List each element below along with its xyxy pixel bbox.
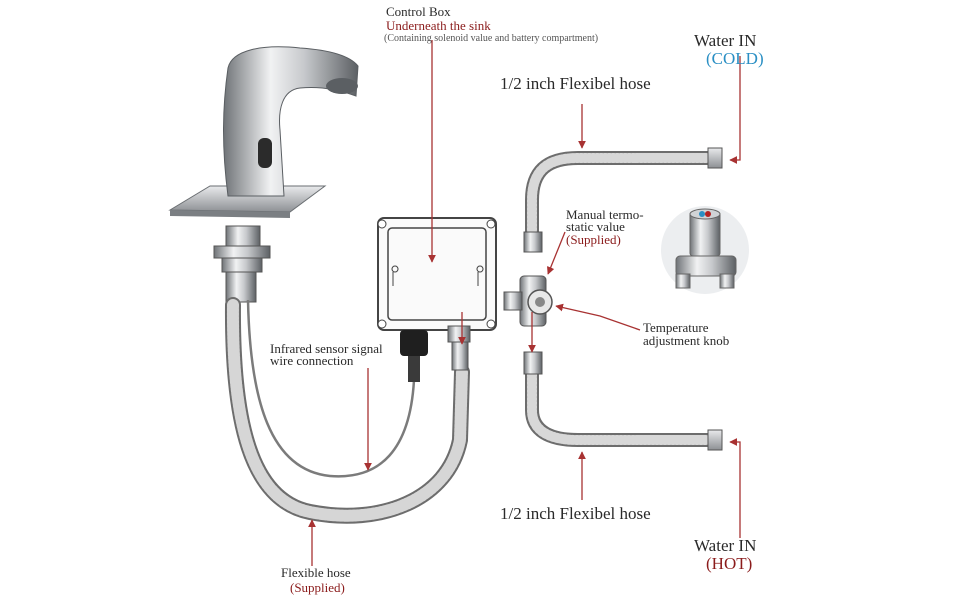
water-in-hot-tag: (HOT) <box>706 554 753 573</box>
hose-bottom-label: 1/2 inch Flexibel hose <box>500 504 651 523</box>
thermostatic-valve <box>503 275 553 327</box>
hose-top-label: 1/2 inch Flexibel hose <box>500 74 651 93</box>
control-box-note: (Containing solenoid value and battery c… <box>384 33 599 44</box>
flex-hose-title: Flexible hose <box>281 565 351 580</box>
water-in-hot-title: Water IN <box>694 536 757 555</box>
callout-lines <box>308 40 741 566</box>
faucet-shank <box>213 225 271 303</box>
sensor-faucet <box>168 46 359 218</box>
control-box-title: Control Box <box>386 4 451 19</box>
knob-label-line2: adjustment knob <box>643 333 730 348</box>
valve-label-line1: Manual termo- <box>566 207 644 222</box>
valve-tag: (Supplied) <box>566 232 621 247</box>
hose-hot <box>523 351 723 451</box>
control-box-location: Underneath the sink <box>386 18 491 33</box>
hose-cold <box>523 147 723 253</box>
water-in-cold-tag: (COLD) <box>706 49 764 68</box>
knob-label-line1: Temperature <box>643 320 709 335</box>
valve-photo <box>661 206 749 294</box>
sensor-window-icon <box>258 138 272 168</box>
sensor-label-line1: Infrared sensor signal <box>270 341 383 356</box>
flexible-hose-supplied <box>224 297 470 524</box>
valve-label-line2: static value <box>566 219 625 234</box>
flex-hose-tag: (Supplied) <box>290 580 345 595</box>
sensor-label-line2: wire connection <box>270 353 354 368</box>
control-box <box>377 217 497 371</box>
water-in-cold-title: Water IN <box>694 31 757 50</box>
